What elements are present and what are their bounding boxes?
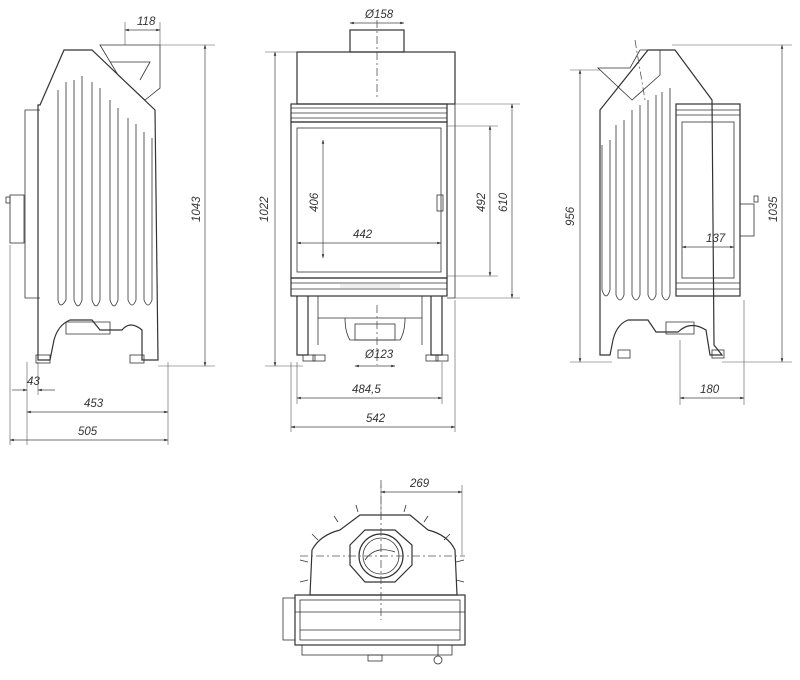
dim-left-foot: 43 <box>27 376 40 388</box>
dim-front-total-width: 542 <box>366 413 386 425</box>
dim-right-glass-width: 137 <box>706 233 726 245</box>
top-view: 269 <box>282 478 466 665</box>
dim-left-height: 1043 <box>191 196 203 222</box>
front-view: Ø158 1022 406 442 492 610 Ø123 484,5 542 <box>259 9 520 432</box>
dim-top-flue: 118 <box>137 16 156 28</box>
dim-front-opening-height: 492 <box>476 192 488 212</box>
dim-front-glass-width: 442 <box>353 229 373 241</box>
dim-top-flue-offset: 269 <box>409 478 430 490</box>
dim-front-flue-diameter: Ø158 <box>364 9 394 21</box>
dim-front-air-diameter: Ø123 <box>364 349 394 361</box>
right-side-view: 956 1035 137 180 <box>565 39 792 405</box>
dim-right-foot-offset: 180 <box>700 384 720 396</box>
dim-left-depth-total: 505 <box>78 426 98 438</box>
left-side-view: 118 1043 43 453 505 <box>5 16 215 445</box>
dim-front-inner-width: 484,5 <box>352 384 381 396</box>
dim-right-flue-height: 956 <box>565 206 577 226</box>
dim-left-depth-inner: 453 <box>84 398 104 410</box>
dim-front-height: 1022 <box>259 196 271 222</box>
dim-right-height: 1035 <box>768 196 780 222</box>
dim-front-outer-height: 610 <box>498 192 510 212</box>
dim-front-glass-height: 406 <box>309 192 321 212</box>
